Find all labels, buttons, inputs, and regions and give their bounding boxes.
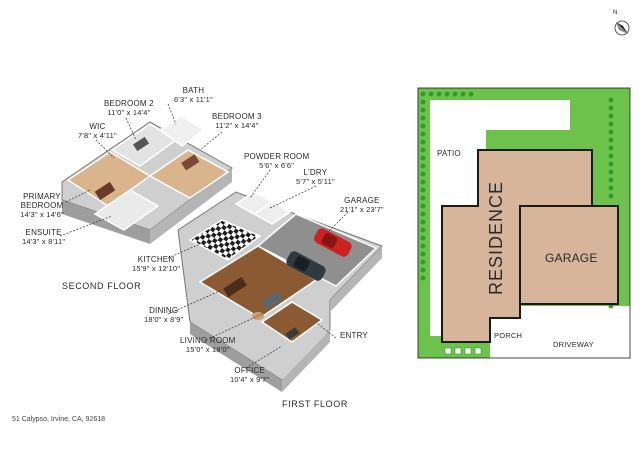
property-address: 51 Calypso, Irvine, CA, 92618 xyxy=(12,416,105,423)
room-name: PRIMARY BEDROOM xyxy=(20,192,64,210)
site-label-driveway: DRIVEWAY xyxy=(553,340,594,349)
room-label-bedroom-2: BEDROOM 2 11'0" x 14'4" xyxy=(104,99,154,117)
room-name: BEDROOM 3 xyxy=(212,112,262,121)
site-plan xyxy=(417,87,631,359)
dark-car xyxy=(286,251,326,281)
room-dimension: 14'3" x 8'11" xyxy=(22,237,66,246)
site-label-porch: PORCH xyxy=(494,331,523,340)
room-name: WIC xyxy=(89,122,106,131)
room-name: LIVING ROOM xyxy=(180,336,236,345)
first-floor-plan xyxy=(177,191,383,392)
room-name: L'DRY xyxy=(303,168,328,177)
room-label-wic: WIC 7'8" x 4'11" xyxy=(78,122,117,140)
laundry-floor xyxy=(252,201,292,225)
room-label-entry: ENTRY xyxy=(340,331,368,340)
shrub-border xyxy=(420,91,614,309)
room-dimension: 18'0" x 8'9" xyxy=(144,315,184,324)
room-label-laundry: L'DRY 5'7" x 5'11" xyxy=(296,168,335,186)
first-floor-title: FIRST FLOOR xyxy=(282,399,348,409)
bedroom-3-floor xyxy=(148,149,230,199)
room-name: KITCHEN xyxy=(137,255,175,264)
room-dimension: 14'3" x 14'6" xyxy=(20,210,64,219)
label-leader-lines xyxy=(59,103,349,369)
room-dimension: 15'0" x 18'0" xyxy=(185,345,230,354)
second-floor-title: SECOND FLOOR xyxy=(62,281,142,291)
room-label-powder-room: POWDER ROOM 5'6" x 6'6" xyxy=(244,152,309,170)
room-name: ENSUITE xyxy=(25,228,62,237)
room-dimension: 21'1" x 23'7" xyxy=(340,205,384,214)
room-label-primary-bedroom: PRIMARY BEDROOM 14'3" x 14'6" xyxy=(18,192,66,219)
room-label-bath: BATH 6'3" x 11'1" xyxy=(174,86,213,104)
room-label-bedroom-3: BEDROOM 3 11'2" x 14'4" xyxy=(212,112,262,130)
room-name: OFFICE xyxy=(234,366,265,375)
room-label-garage: GARAGE 21'1" x 23'7" xyxy=(340,196,384,214)
room-dimension: 7'8" x 4'11" xyxy=(78,131,117,140)
room-name: GARAGE xyxy=(344,196,380,205)
compass-label: N xyxy=(613,10,618,16)
room-label-kitchen: KITCHEN 15'9" x 12'10" xyxy=(132,255,180,273)
site-label-residence: RESIDENCE xyxy=(486,180,506,295)
room-dimension: 5'7" x 5'11" xyxy=(296,177,335,186)
room-dimension: 10'4" x 9'7" xyxy=(230,375,270,384)
office-floor xyxy=(260,301,324,343)
red-car xyxy=(314,228,352,257)
room-label-dining: DINING 18'0" x 8'9" xyxy=(144,306,183,324)
room-dimension: 6'3" x 11'1" xyxy=(174,95,213,104)
room-dimension: 11'2" x 14'4" xyxy=(215,121,259,130)
room-name: ENTRY xyxy=(340,331,368,340)
garage-footprint xyxy=(519,205,619,305)
room-dimension: 11'0" x 14'4" xyxy=(107,108,151,117)
ensuite-floor xyxy=(93,189,160,231)
room-name: BATH xyxy=(182,86,205,95)
room-name: BEDROOM 2 xyxy=(104,99,154,108)
room-dimension: 15'9" x 12'10" xyxy=(132,264,181,273)
second-floor-plan xyxy=(61,115,233,244)
north-arrow-icon xyxy=(614,20,630,36)
room-label-office: OFFICE 10'4" x 9'7" xyxy=(230,366,269,384)
site-label-patio: PATIO xyxy=(437,149,461,158)
room-name: DINING xyxy=(149,306,179,315)
room-name: POWDER ROOM xyxy=(244,152,310,161)
room-label-living-room: LIVING ROOM 15'0" x 18'0" xyxy=(180,336,236,354)
site-label-garage: GARAGE xyxy=(545,251,598,265)
room-label-ensuite: ENSUITE 14'3" x 8'11" xyxy=(22,228,65,246)
kitchen-floor xyxy=(188,219,262,261)
porch-planters xyxy=(444,347,482,355)
room-dimension: 5'6" x 6'6" xyxy=(259,161,295,170)
